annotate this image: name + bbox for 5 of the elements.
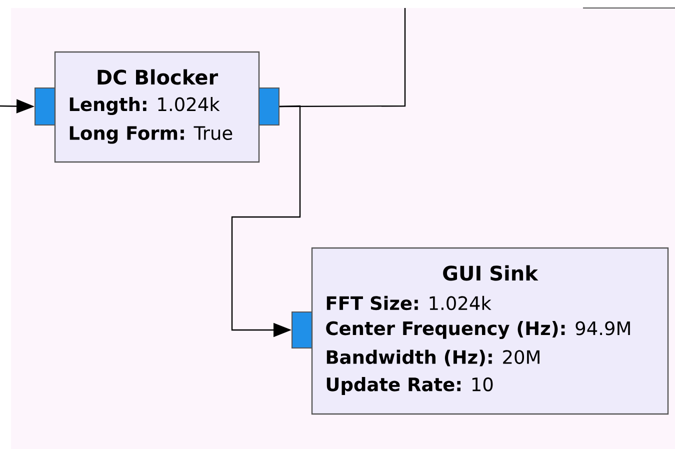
port-box: [258, 88, 280, 126]
port-box: [292, 312, 312, 348]
block-box: GUI Sink FFT Size: 1.024k Center Frequency (Hz): 94.9M Bandwidth (Hz): 20M Update Rate: 10: [311, 247, 669, 415]
block-box: DC Blocker Length: 1.024k Long Form: True: [54, 51, 260, 163]
port-box: [34, 88, 56, 126]
